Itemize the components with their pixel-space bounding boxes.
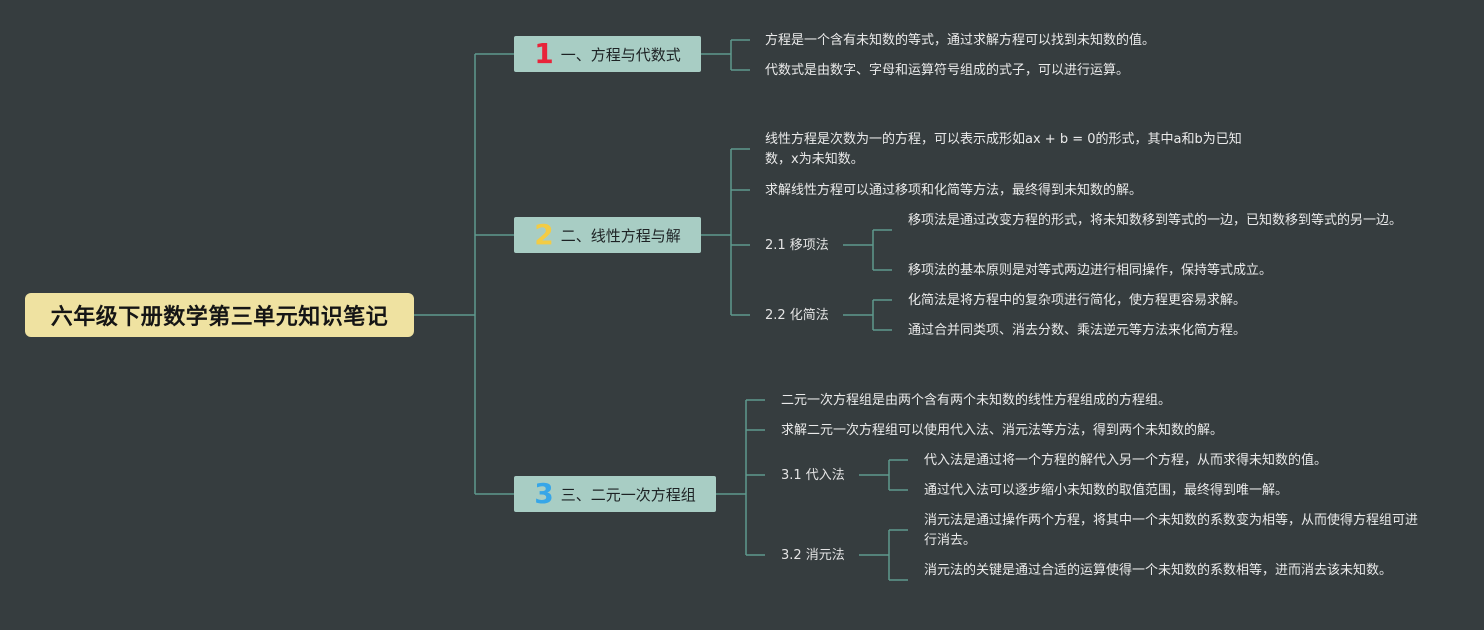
number-2-badge: 2 bbox=[534, 218, 554, 251]
subtopic-3-1[interactable]: 3.1 代入法 bbox=[781, 468, 845, 483]
branch-topic-1[interactable]: 1 一、方程与代数式 bbox=[514, 36, 701, 72]
branch-1-note-1[interactable]: 方程是一个含有未知数的等式，通过求解方程可以找到未知数的值。 bbox=[765, 33, 1156, 48]
branch-topic-3[interactable]: 3 三、二元一次方程组 bbox=[514, 476, 716, 512]
branch-3-note-1[interactable]: 二元一次方程组是由两个含有两个未知数的线性方程组成的方程组。 bbox=[781, 393, 1172, 408]
subtopic-3-2-note-1[interactable]: 消元法是通过操作两个方程，将其中一个未知数的系数变为相等，从而使得方程组可进行消… bbox=[924, 513, 1419, 548]
branch-1-note-2[interactable]: 代数式是由数字、字母和运算符号组成的式子，可以进行运算。 bbox=[765, 63, 1130, 78]
subtopic-2-1-note-2[interactable]: 移项法的基本原则是对等式两边进行相同操作，保持等式成立。 bbox=[908, 263, 1273, 278]
branch-topic-1-label: 一、方程与代数式 bbox=[560, 45, 681, 64]
branch-2-note-1[interactable]: 线性方程是次数为一的方程，可以表示成形如ax + b = 0的形式，其中a和b为… bbox=[765, 132, 1242, 167]
subtopic-3-1-note-2[interactable]: 通过代入法可以逐步缩小未知数的取值范围，最终得到唯一解。 bbox=[924, 483, 1289, 498]
subtopic-2-1-note-1[interactable]: 移项法是通过改变方程的形式，将未知数移到等式的一边，已知数移到等式的另一边。 bbox=[908, 213, 1403, 228]
subtopic-2-1[interactable]: 2.1 移项法 bbox=[765, 238, 829, 253]
root-topic-label: 六年级下册数学第三单元知识笔记 bbox=[50, 305, 389, 330]
subtopic-2-2-note-2[interactable]: 通过合并同类项、消去分数、乘法逆元等方法来化简方程。 bbox=[908, 323, 1247, 338]
number-3-badge: 3 bbox=[534, 477, 554, 510]
branch-2-note-2[interactable]: 求解线性方程可以通过移项和化简等方法，最终得到未知数的解。 bbox=[765, 183, 1143, 198]
root-topic[interactable]: 六年级下册数学第三单元知识笔记 bbox=[25, 293, 414, 337]
subtopic-2-2-note-1[interactable]: 化简法是将方程中的复杂项进行简化，使方程更容易求解。 bbox=[908, 293, 1247, 308]
subtopic-3-1-note-1[interactable]: 代入法是通过将一个方程的解代入另一个方程，从而求得未知数的值。 bbox=[924, 453, 1328, 468]
subtopic-2-2[interactable]: 2.2 化简法 bbox=[765, 308, 829, 323]
branch-topic-2-label: 二、线性方程与解 bbox=[560, 226, 681, 245]
branch-topic-3-label: 三、二元一次方程组 bbox=[560, 485, 696, 504]
branch-topic-2[interactable]: 2 二、线性方程与解 bbox=[514, 217, 701, 253]
subtopic-3-2[interactable]: 3.2 消元法 bbox=[781, 548, 845, 563]
number-1-badge: 1 bbox=[534, 37, 554, 70]
branch-3-note-2[interactable]: 求解二元一次方程组可以使用代入法、消元法等方法，得到两个未知数的解。 bbox=[781, 423, 1224, 438]
subtopic-3-2-note-2[interactable]: 消元法的关键是通过合适的运算使得一个未知数的系数相等，进而消去该未知数。 bbox=[924, 563, 1393, 578]
